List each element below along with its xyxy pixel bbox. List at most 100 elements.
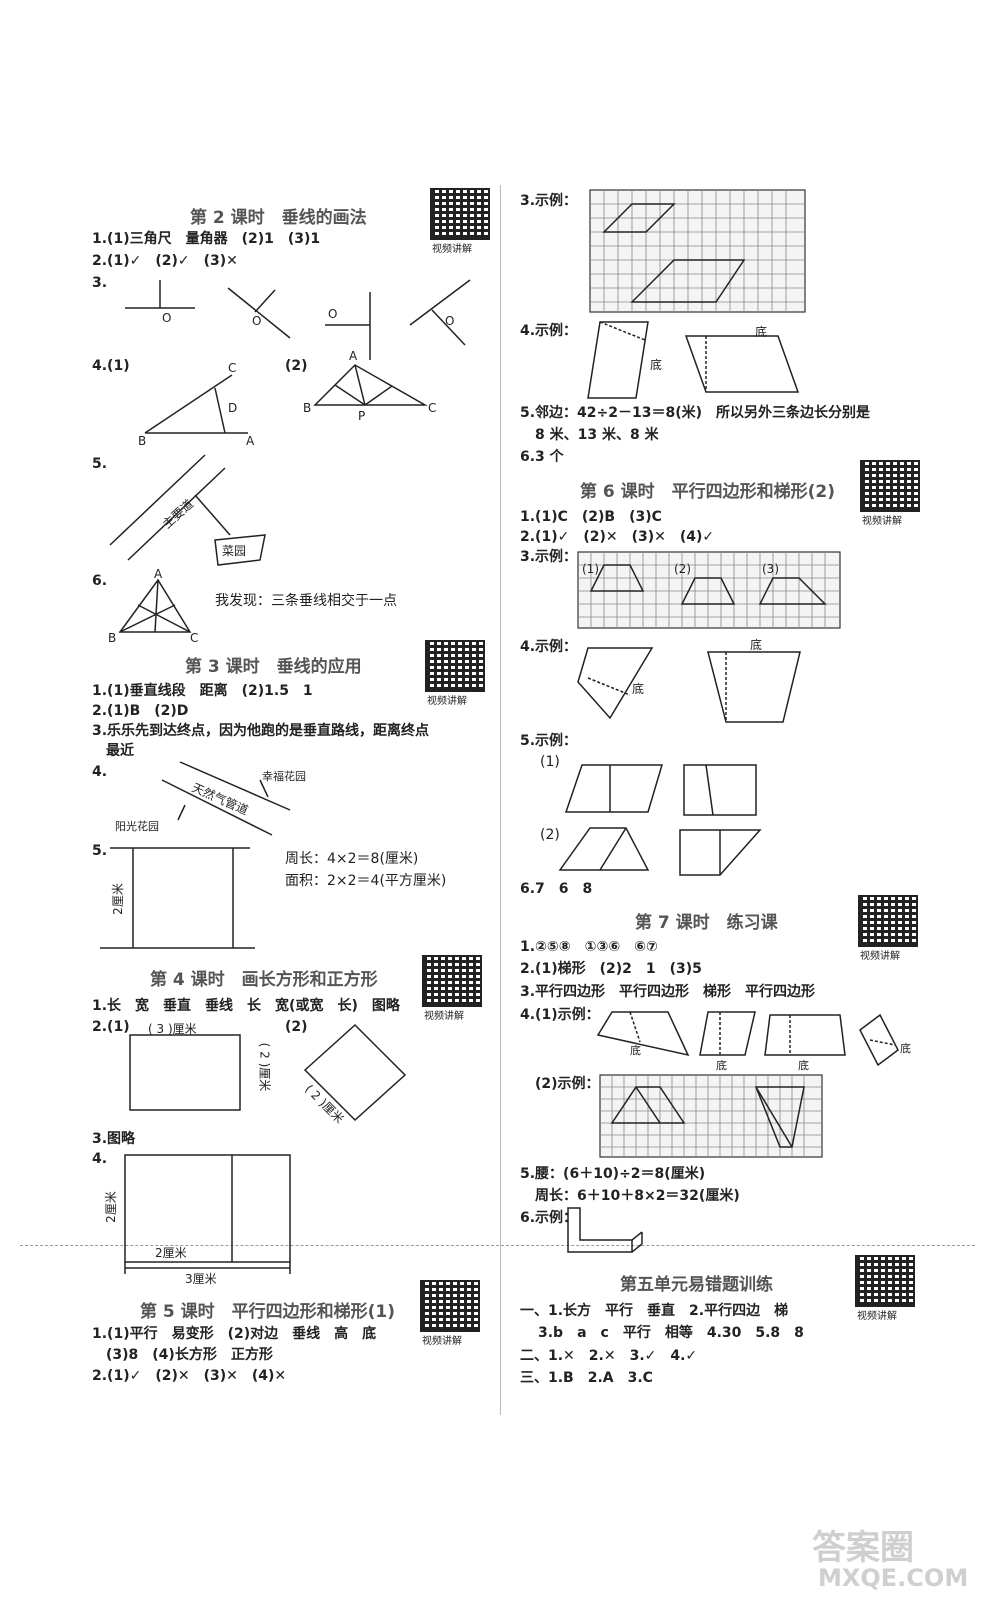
s6-line-3: 3.示例：: [520, 549, 578, 565]
s6-base-label-b: 底: [750, 638, 763, 652]
s6-line-5: 5.示例：: [520, 733, 578, 749]
s7-line-2: 2.(1)梯形 (2)2 1 (3)5: [520, 961, 702, 977]
s3-perimeter: 周长：4×2＝8(厘米): [285, 851, 419, 867]
s7-base-label-b: 底: [716, 1059, 727, 1072]
fold-line: [20, 1245, 975, 1246]
s2-line-1: 1.(1)三角尺 量角器 (2)1 (3)1: [92, 231, 321, 247]
s2-line-4b: (2): [285, 358, 308, 374]
s2-line-5: 5.: [92, 456, 108, 472]
s6-base-label-a: 底: [632, 682, 645, 696]
svg-text:A: A: [154, 567, 163, 581]
svg-text:B: B: [138, 434, 146, 448]
svg-text:C: C: [228, 361, 236, 375]
s4-2cm-label-d: 2厘米: [155, 1246, 187, 1260]
garden-label: 菜园: [222, 544, 247, 558]
s8-line-3: 二、1.✕ 2.✕ 3.✓ 4.✓: [520, 1348, 698, 1364]
svg-text:A: A: [349, 349, 358, 363]
qr-label: 视频讲解: [432, 244, 472, 255]
s6-fig-n3: (3): [762, 562, 779, 576]
section-title-6: 第 6 课时 平行四边形和梯形(2): [580, 482, 836, 502]
s5-line-3: 2.(1)✓ (2)✕ (3)✕ (4)✕: [92, 1368, 287, 1384]
qr-label: 视频讲解: [860, 951, 900, 962]
p1-line-5a: 5.邻边：42÷2－13＝8(米) 所以另外三条边长分别是: [520, 405, 871, 421]
svg-text:O: O: [328, 307, 337, 321]
section-title-7: 第 7 课时 练习课: [635, 913, 778, 933]
svg-text:B: B: [108, 631, 116, 645]
qr-code: [855, 1255, 915, 1307]
s2-discovery: 我发现：三条垂线相交于一点: [215, 593, 397, 609]
s6-sub-1: (1): [540, 754, 560, 770]
qr-label: 视频讲解: [862, 516, 902, 527]
qr-label: 视频讲解: [424, 1011, 464, 1022]
s8-line-4: 三、1.B 2.A 3.C: [520, 1370, 653, 1386]
s3-line-5: 5.: [92, 843, 108, 859]
s7-grid-figure: [599, 1074, 823, 1158]
s7-line-4b: (2)示例：: [535, 1076, 600, 1092]
svg-text:D: D: [228, 401, 237, 415]
s4-line-2b: (2): [285, 1019, 308, 1035]
qr-label: 视频讲解: [857, 1311, 897, 1322]
s6-fig-n2: (2): [674, 562, 691, 576]
qr-code: [860, 460, 920, 512]
s3-line-1: 1.(1)垂直线段 距离 (2)1.5 1: [92, 683, 313, 699]
s6-line-4: 4.示例：: [520, 639, 578, 655]
qr-code: [425, 640, 485, 692]
qr-label: 视频讲解: [422, 1336, 462, 1347]
s7-line-3: 3.平行四边形 平行四边形 梯形 平行四边形: [520, 984, 816, 1000]
qr-label: 视频讲解: [427, 696, 467, 707]
section-title-4: 第 4 课时 画长方形和正方形: [150, 970, 378, 990]
s4-line-1: 1.长 宽 垂直 垂线 长 宽(或宽 长) 图略: [92, 998, 400, 1014]
s8-line-2: 3.b a c 平行 相等 4.30 5.8 8: [538, 1325, 804, 1341]
qr-code: [420, 1280, 480, 1332]
svg-text:C: C: [190, 631, 198, 645]
svg-text:O: O: [445, 314, 454, 328]
s3-line-3a: 3.乐乐先到达终点，因为他跑的是垂直路线，距离终点: [92, 723, 430, 739]
s6-sub-2: (2): [540, 827, 560, 843]
s6-grid-figure: [577, 551, 841, 629]
s2-line-3: 3.: [92, 275, 108, 291]
s2-line-4a: 4.(1): [92, 358, 130, 374]
s7-base-label-d: 底: [900, 1042, 911, 1055]
svg-text:C: C: [428, 401, 436, 415]
s6-line-2: 2.(1)✓ (2)✕ (3)✕ (4)✓: [520, 529, 715, 545]
column-divider: [500, 185, 501, 1415]
qr-code: [430, 188, 490, 240]
svg-text:B: B: [303, 401, 311, 415]
s2-line-6: 6.: [92, 573, 108, 589]
s8-line-1: 一、1.长方 平行 垂直 2.平行四边 梯: [520, 1303, 789, 1319]
qr-code: [858, 895, 918, 947]
s7-line-4: 4.(1)示例：: [520, 1007, 600, 1023]
s4-3cm-label-b: 3厘米: [185, 1272, 217, 1286]
s7-base-label-c: 底: [798, 1059, 809, 1072]
p1-base-label-b: 底: [755, 325, 768, 339]
s4-3cm-label: ( 3 )厘米: [148, 1022, 197, 1036]
s7-base-label-a: 底: [630, 1044, 641, 1057]
s5-line-2: (3)8 (4)长方形 正方形: [106, 1347, 273, 1363]
s5-line-1: 1.(1)平行 易变形 (2)对边 垂线 高 底: [92, 1326, 377, 1342]
s4-line-3: 3.图略: [92, 1131, 136, 1147]
p1-line-5b: 8 米、13 米、8 米: [535, 427, 659, 443]
qr-code: [422, 955, 482, 1007]
svg-text:P: P: [358, 409, 365, 423]
p1-grid-figure: [589, 189, 806, 313]
s6-line-6: 6.7 6 8: [520, 881, 593, 897]
p1-line-6: 6.3 个: [520, 449, 564, 465]
s3-line-3b: 最近: [106, 743, 134, 759]
watermark-logo: 答案圈: [812, 1528, 914, 1568]
section-title-8: 第五单元易错题训练: [620, 1275, 773, 1295]
p1-base-label-a: 底: [650, 358, 663, 372]
s7-line-6: 6.示例：: [520, 1210, 578, 1226]
s6-fig-n1: (1): [582, 562, 599, 576]
svg-text:O: O: [162, 311, 171, 325]
s7-line-5a: 5.腰：(6＋10)÷2＝8(厘米): [520, 1166, 706, 1182]
